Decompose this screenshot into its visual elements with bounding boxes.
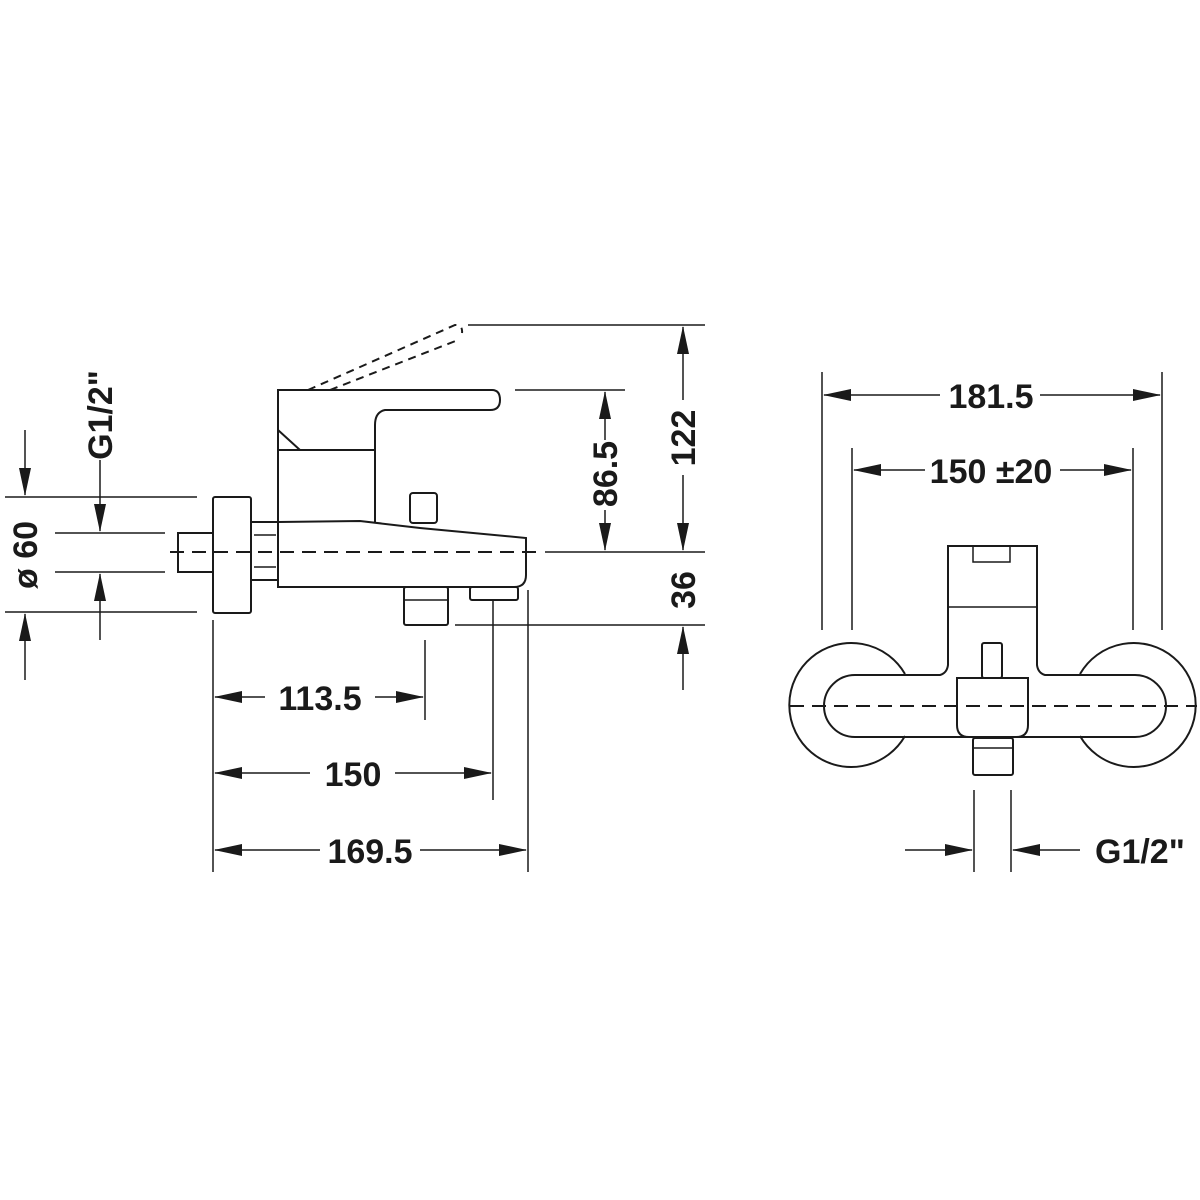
right-rosette bbox=[1079, 642, 1197, 768]
spout-body bbox=[277, 519, 527, 588]
dim-connection-thread: G1/2" bbox=[82, 370, 120, 460]
front-body bbox=[823, 545, 1167, 738]
lever-column bbox=[277, 449, 376, 523]
aerator bbox=[469, 586, 519, 601]
dim-center-distance: 150 ±20 bbox=[930, 453, 1053, 491]
front-spout bbox=[956, 677, 1029, 738]
dim-diverter-projection: 150 bbox=[325, 756, 382, 794]
lever-open-position bbox=[307, 323, 464, 391]
dim-total-projection: 169.5 bbox=[327, 833, 412, 871]
dim-outlet-thread: G1/2" bbox=[1095, 833, 1185, 871]
front-diverter-button bbox=[981, 642, 1003, 679]
lever-handle bbox=[277, 389, 502, 451]
side-view-dimensions: 122 86.5 36 ø 60 G1/2" 113.5 150 169.5 bbox=[5, 324, 705, 872]
dim-outlet-projection: 113.5 bbox=[278, 680, 361, 718]
dim-height-total: 122 bbox=[665, 410, 703, 467]
outlet-nozzle bbox=[403, 586, 449, 626]
dim-lever-height: 86.5 bbox=[587, 441, 625, 507]
front-outlet-nozzle bbox=[972, 737, 1014, 776]
lever-notch bbox=[972, 546, 1011, 563]
side-view-faucet bbox=[170, 323, 540, 626]
front-view-faucet bbox=[788, 545, 1197, 776]
left-rosette bbox=[788, 642, 906, 768]
dim-outlet-height: 36 bbox=[665, 571, 703, 609]
wall-rosette bbox=[212, 496, 252, 614]
dim-total-width: 181.5 bbox=[948, 378, 1033, 416]
dim-rosette-diameter: ø 60 bbox=[7, 521, 45, 589]
diverter-button bbox=[409, 492, 438, 524]
front-view-dimensions: 181.5 150 ±20 G1/2" bbox=[821, 372, 1185, 872]
